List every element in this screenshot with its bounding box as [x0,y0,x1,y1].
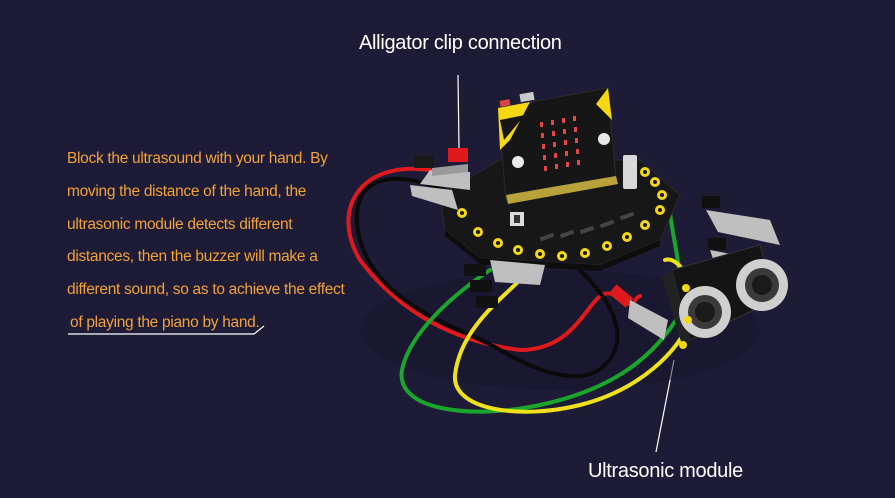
buzzer-component [623,155,637,189]
description-underline [68,325,265,335]
alligator-clip-label: Alligator clip connection [359,32,562,54]
description-line: distances, then the buzzer will make a [67,248,318,266]
description-line: ultrasonic module detects different [67,215,293,233]
button-b [598,133,610,145]
led-matrix [540,116,580,171]
button-a [512,156,524,168]
jumper-connectors [464,260,545,308]
description-line: Block the ultrasound with your hand. By [67,150,328,167]
description-text: Block the ultrasound with your hand. By … [67,143,387,340]
description-line: moving the distance of the hand, the [67,182,307,200]
description-line: different sound, so as to achieve the ef… [67,281,345,299]
alligator-callout-line [457,74,460,149]
alligator-clip-black [410,156,458,210]
ultrasonic-module-label: Ultrasonic module [588,460,743,482]
pin-headers [539,211,635,242]
description-line: of playing the piano by hand. [70,313,260,331]
alligator-clip-ultrasonic [608,284,668,340]
black-wire [355,176,620,379]
ultrasonic-module [662,244,788,349]
alligator-clip-red [420,148,470,190]
